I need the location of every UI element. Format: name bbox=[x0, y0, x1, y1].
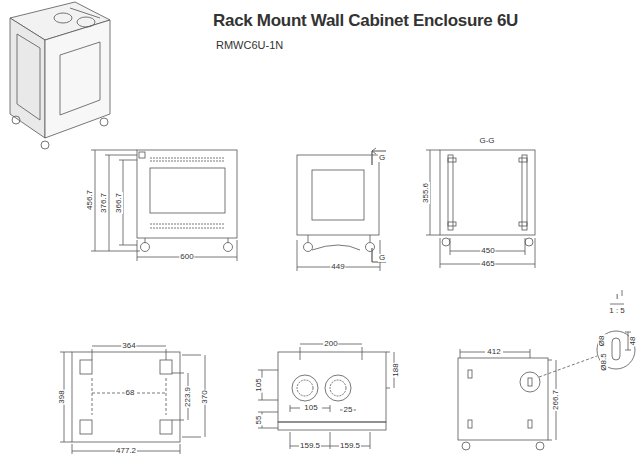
dimension-label: 159.5 bbox=[339, 442, 361, 450]
door-view bbox=[297, 148, 386, 271]
title: Rack Mount Wall Cabinet Enclosure 6U bbox=[213, 12, 518, 31]
dimension-label: 1 : 5 bbox=[608, 307, 626, 315]
dimension-label: 450 bbox=[480, 247, 495, 255]
dimension-label: 398 bbox=[58, 389, 66, 404]
dimension-label: 48 bbox=[629, 336, 637, 347]
dimension-label: 477.2 bbox=[115, 447, 137, 454]
dimension-label: 55 bbox=[255, 415, 263, 426]
dimension-label: 370 bbox=[201, 389, 209, 404]
dimension-label: 366.7 bbox=[115, 192, 123, 214]
dimension-label: G-G bbox=[478, 137, 495, 145]
dimension-label: 449 bbox=[330, 263, 345, 271]
dimension-label: 223.9 bbox=[184, 386, 192, 408]
dimension-label: 25 bbox=[343, 406, 354, 414]
dimension-label: 188 bbox=[392, 362, 400, 377]
isometric-view bbox=[10, 2, 110, 149]
dimension-label: 68 bbox=[125, 389, 136, 397]
dimension-label: 105 bbox=[255, 377, 263, 392]
dimension-label: G bbox=[378, 154, 386, 162]
bottom-view bbox=[60, 346, 205, 454]
dimension-label: 456.7 bbox=[86, 189, 94, 211]
dimension-label: 412 bbox=[486, 348, 501, 356]
dimension-label: 600 bbox=[179, 253, 194, 261]
dimension-label: 465 bbox=[480, 260, 495, 268]
dimension-label: I bbox=[615, 293, 619, 301]
dimension-label: 159.5 bbox=[299, 442, 321, 450]
side-view bbox=[458, 290, 635, 450]
top-view bbox=[258, 344, 394, 449]
dimension-label: G bbox=[378, 254, 386, 262]
dimension-label: 376.7 bbox=[100, 192, 108, 214]
section-view bbox=[426, 150, 535, 268]
dimension-label: Ø8 bbox=[598, 335, 606, 348]
dimension-label: 364 bbox=[121, 342, 136, 350]
dimension-label: 355.6 bbox=[422, 182, 430, 204]
dimension-label: 105 bbox=[303, 404, 318, 412]
dimension-label: Ø8.5 bbox=[600, 352, 608, 371]
model-number: RMWC6U-1N bbox=[215, 40, 284, 51]
dimension-label: 266.7 bbox=[552, 389, 560, 411]
dimension-label: 200 bbox=[323, 340, 338, 348]
front-view bbox=[91, 150, 237, 261]
